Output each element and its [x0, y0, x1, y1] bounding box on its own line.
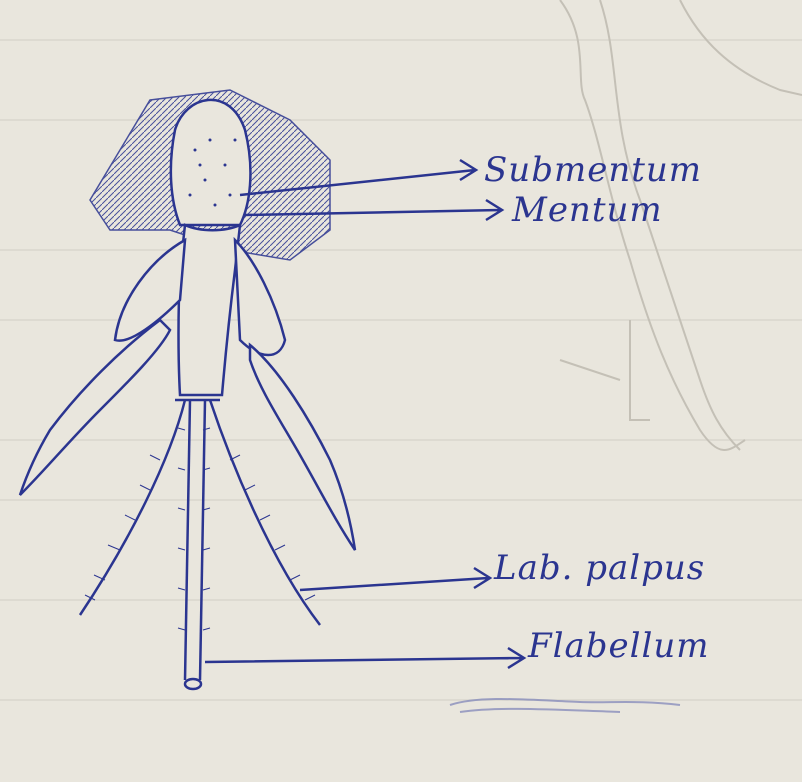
- flabellum-arrow: [205, 648, 524, 668]
- mentum-shape: [179, 225, 241, 395]
- label-lab-palpus: Lab. palpus: [494, 548, 705, 588]
- left-lobe: [20, 240, 185, 495]
- lab-palpus-arrow: [300, 568, 490, 590]
- label-flabellum: Flabellum: [528, 626, 710, 666]
- label-submentum: Submentum: [484, 150, 702, 190]
- right-lobe: [235, 240, 355, 550]
- background-pencil-marks: [0, 0, 802, 700]
- submentum-shape: [171, 100, 251, 225]
- label-mentum: Mentum: [512, 190, 663, 230]
- labial-palps: [80, 400, 320, 625]
- flabellum-stem: [178, 400, 210, 689]
